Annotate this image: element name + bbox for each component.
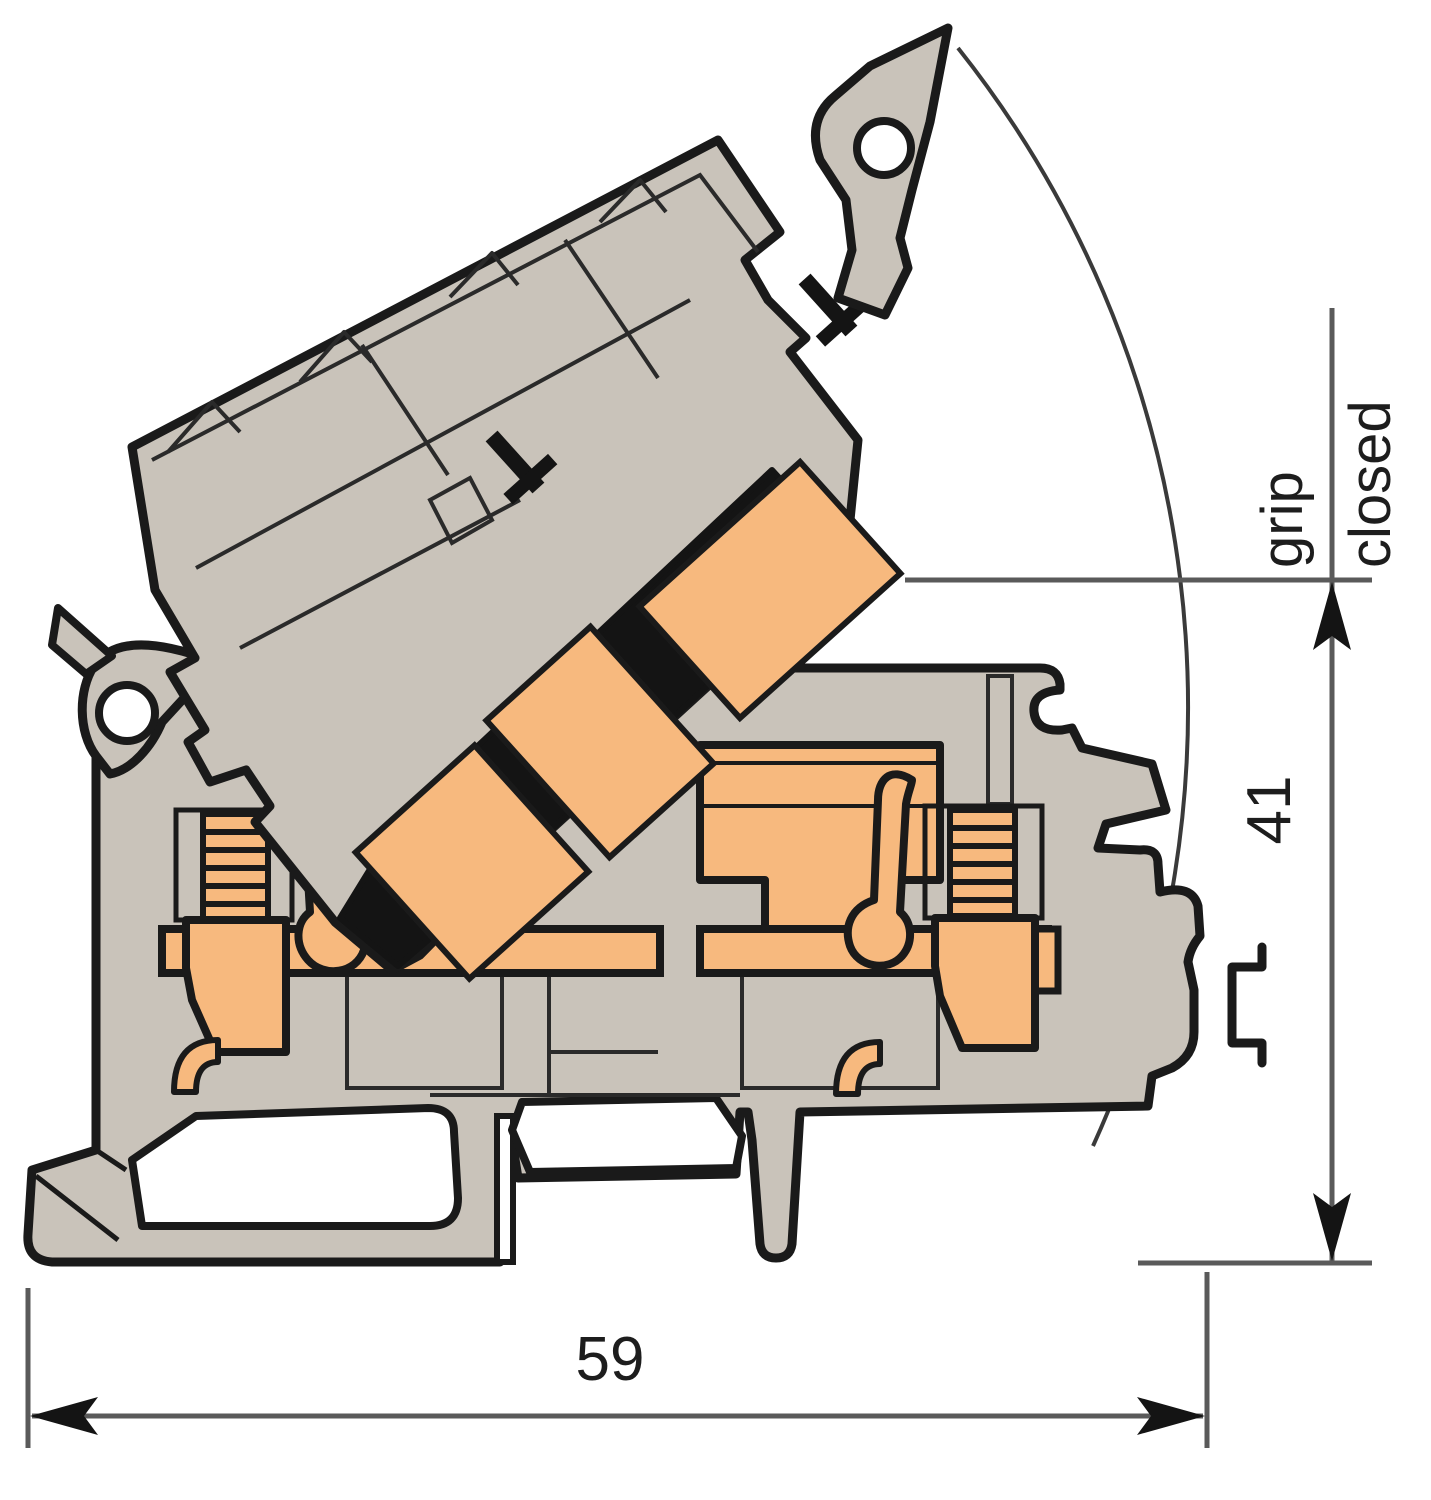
grip-closed-label: grip closed [1250, 400, 1403, 568]
lever-detail-rect [427, 475, 495, 546]
fuse-lever [48, 23, 953, 983]
lever-housing [127, 135, 863, 975]
lever-internal-lines [151, 172, 760, 650]
lever-ribs [166, 178, 668, 454]
wire-curl-left [171, 1037, 221, 1095]
height-dimension [905, 308, 1372, 1266]
arrow-down [1313, 1193, 1351, 1261]
width-dimension [25, 1272, 1210, 1448]
width-dimension-label: 59 [576, 1325, 645, 1394]
rail-window-cutout [508, 1094, 746, 1176]
height-dimension-label: 41 [1235, 776, 1304, 845]
hinge-pivot-hole [95, 681, 159, 745]
din-rail-symbol [1227, 942, 1267, 1068]
right-terminal [696, 741, 1062, 1097]
din-channel-cutout [128, 1104, 462, 1230]
wire-guide-right [843, 770, 916, 970]
clamp-body-right [931, 914, 1039, 1052]
grip-label-line1: grip [1250, 471, 1315, 568]
foot-wedge-line [34, 1147, 128, 1242]
grip-label-line2: closed [1338, 400, 1403, 568]
screw-right [947, 807, 1018, 919]
wire-curl-right [833, 1039, 883, 1097]
arrow-right [1137, 1397, 1205, 1435]
fuse-contact-3 [635, 457, 905, 723]
arrow-left [30, 1397, 98, 1435]
rail-hook-slit [494, 1113, 516, 1265]
hinge-latch-flag [48, 604, 116, 678]
grip-hole [853, 117, 915, 179]
clip-rivet-left [485, 430, 558, 505]
fuse-contact-2 [482, 622, 718, 862]
fuse-contact-1 [351, 741, 593, 983]
arrow-up [1313, 582, 1351, 650]
